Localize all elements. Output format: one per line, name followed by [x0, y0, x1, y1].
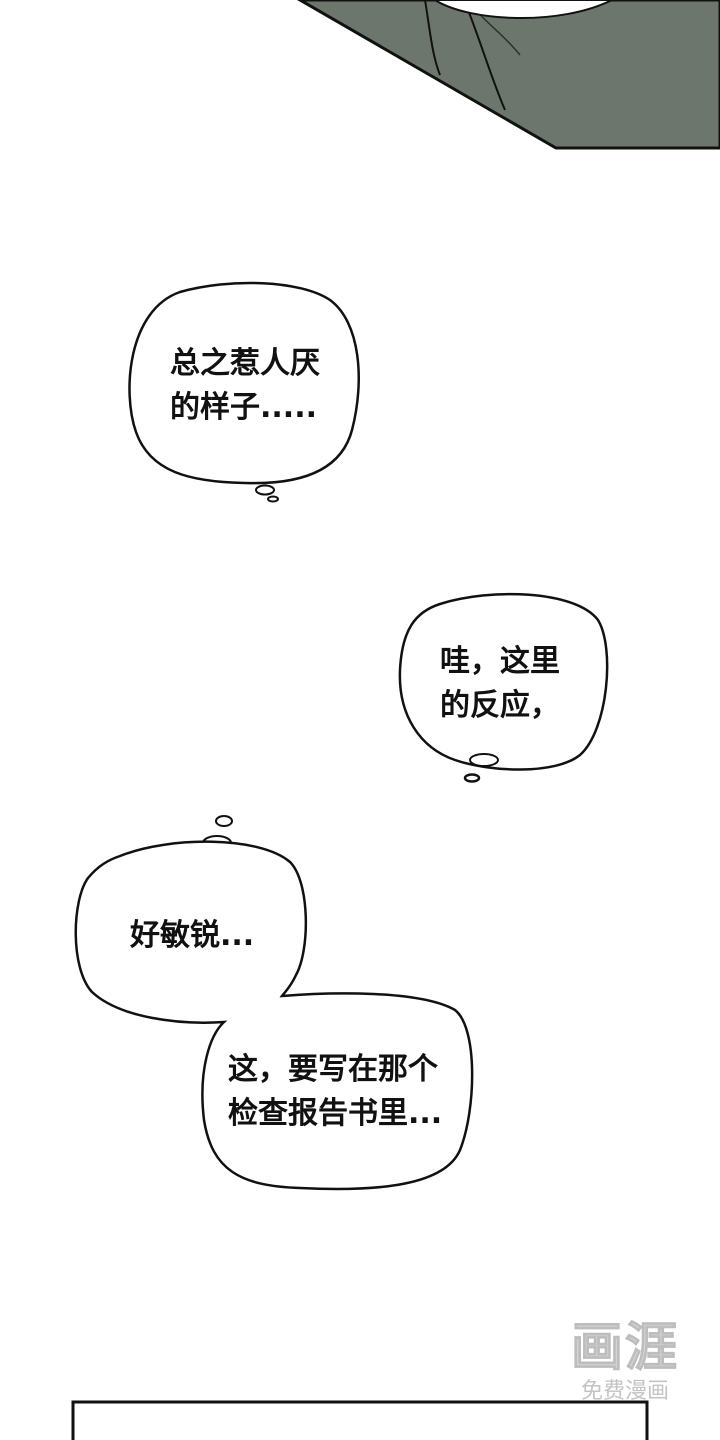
- watermark: 画涯 免费漫画: [560, 1318, 690, 1418]
- watermark-subtitle: 免费漫画: [580, 1379, 669, 1404]
- bubble-4-text: 这，要写在那个 检查报告书里...: [228, 1052, 443, 1131]
- thought-bubble-1: [128, 281, 360, 503]
- watermark-logo: 画涯: [570, 1318, 679, 1379]
- thought-bubble-2: [398, 592, 609, 783]
- bubble-1-text: 总之惹人厌 的样子.....: [170, 346, 320, 425]
- bubble-2-text: 哇，这里 的反应，: [440, 644, 560, 723]
- bottom-panel-frame: [71, 1400, 649, 1440]
- bubble-3-text: 好敏锐...: [130, 918, 255, 953]
- top-panel-art: [297, 0, 720, 150]
- thought-bubble-3: [74, 815, 474, 1191]
